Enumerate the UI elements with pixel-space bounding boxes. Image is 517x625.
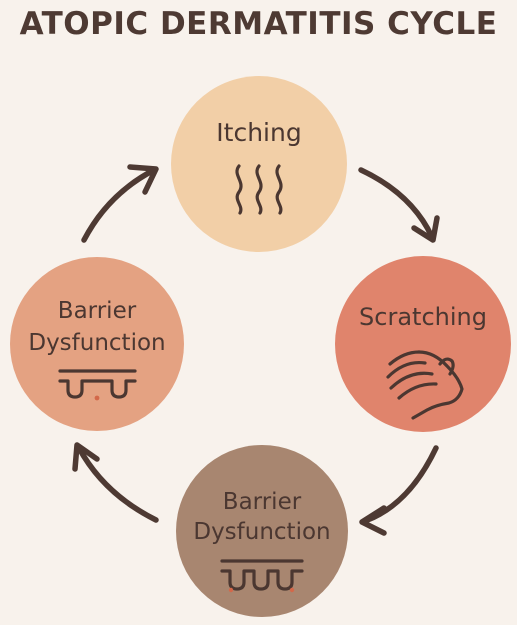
diagram-title: ATOPIC DERMATITIS CYCLE — [19, 6, 498, 42]
node-scratching: Scratching — [335, 256, 511, 432]
node-barrier-dysfunction-bottom: Barrier Dysfunction — [176, 445, 348, 617]
node-scratching-circle — [335, 256, 511, 432]
scratching-hand-icon — [386, 350, 464, 420]
node-itching-circle — [171, 76, 347, 252]
node-bottom-label-line1: Barrier — [223, 489, 302, 515]
node-scratching-label: Scratching — [359, 303, 487, 331]
skin-dot — [289, 587, 295, 593]
node-bottom-circle — [176, 445, 348, 617]
itch-waves-icon — [235, 164, 283, 215]
skin-barrier-icon — [220, 559, 304, 591]
skin-barrier-icon — [58, 369, 137, 399]
node-left-label-line2: Dysfunction — [28, 330, 165, 356]
node-itching-label: Itching — [216, 118, 301, 147]
node-barrier-dysfunction-left: Barrier Dysfunction — [10, 257, 184, 431]
node-itching: Itching — [171, 76, 347, 252]
node-left-label-line1: Barrier — [58, 298, 137, 324]
arrow-bottom-to-left — [72, 442, 159, 523]
arrow-left-to-itching — [81, 164, 159, 243]
arrow-scratching-to-bottom — [359, 445, 439, 536]
skin-dot — [94, 395, 100, 401]
node-left-circle — [10, 257, 184, 431]
skin-dot — [228, 587, 234, 593]
node-bottom-label-line2: Dysfunction — [193, 519, 330, 545]
arrow-itching-to-scratching — [358, 167, 440, 243]
